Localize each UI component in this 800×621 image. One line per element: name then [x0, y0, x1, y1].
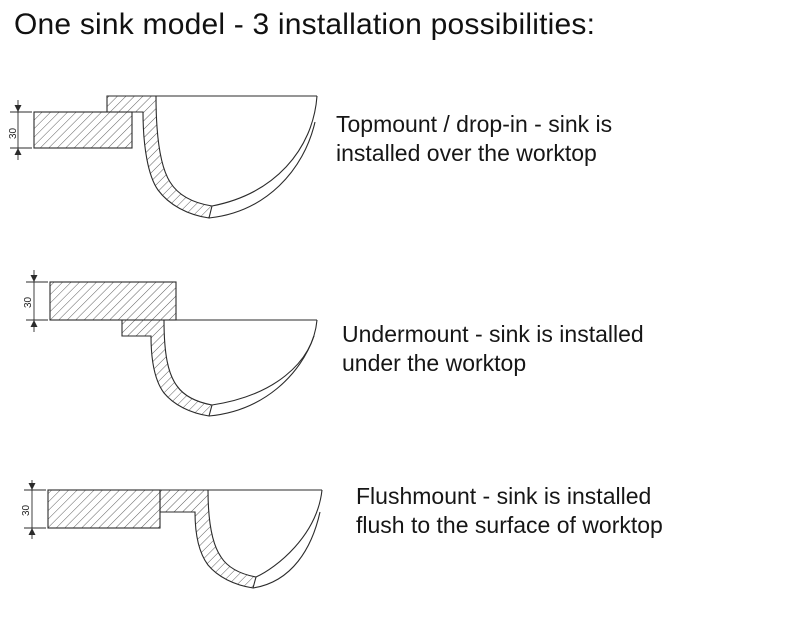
dimension-arrow-bottom — [28, 528, 36, 535]
dimension-label: 30 — [8, 127, 19, 139]
sink-wall-section — [159, 489, 257, 589]
worktop-section — [33, 111, 133, 149]
dimension-arrow-top — [30, 275, 38, 282]
undermount-diagram: 30 — [23, 270, 318, 417]
description-line: installed over the worktop — [336, 140, 597, 166]
topmount-diagram: 30 — [8, 95, 318, 219]
description-line: Flushmount - sink is installed — [356, 483, 652, 509]
sink-bowl-outer-outline — [208, 121, 316, 219]
dimension-30: 30 — [8, 100, 32, 160]
sink-bowl-inner-outline — [211, 95, 318, 207]
description-line: Topmount / drop-in - sink is — [336, 111, 613, 137]
description-line: flush to the surface of worktop — [356, 512, 663, 538]
dimension-30: 30 — [23, 270, 48, 332]
flushmount-description: Flushmount - sink is installed flush to … — [356, 482, 663, 540]
sink-bowl-outer-outline — [252, 511, 321, 589]
worktop-section — [49, 281, 177, 321]
dimension-arrow-bottom — [14, 148, 22, 155]
sink-bowl-inner-outline — [255, 489, 323, 578]
description-line: under the worktop — [342, 350, 527, 376]
sink-wall-section — [121, 319, 213, 417]
dimension-arrow-top — [28, 483, 36, 490]
dimension-label: 30 — [23, 296, 34, 308]
dimension-30: 30 — [21, 480, 46, 539]
description-line: Undermount - sink is installed — [342, 321, 644, 347]
sink-bowl-outer-outline — [208, 335, 315, 417]
topmount-description: Topmount / drop-in - sink is installed o… — [336, 110, 612, 168]
dimension-label: 30 — [21, 504, 32, 516]
page-title: One sink model - 3 installation possibil… — [14, 8, 596, 41]
flushmount-diagram: 30 — [21, 480, 323, 589]
sink-bowl-inner-outline — [211, 319, 318, 406]
dimension-arrow-bottom — [30, 320, 38, 327]
worktop-section — [47, 489, 161, 529]
dimension-arrow-top — [14, 105, 22, 112]
undermount-description: Undermount - sink is installed under the… — [342, 320, 644, 378]
